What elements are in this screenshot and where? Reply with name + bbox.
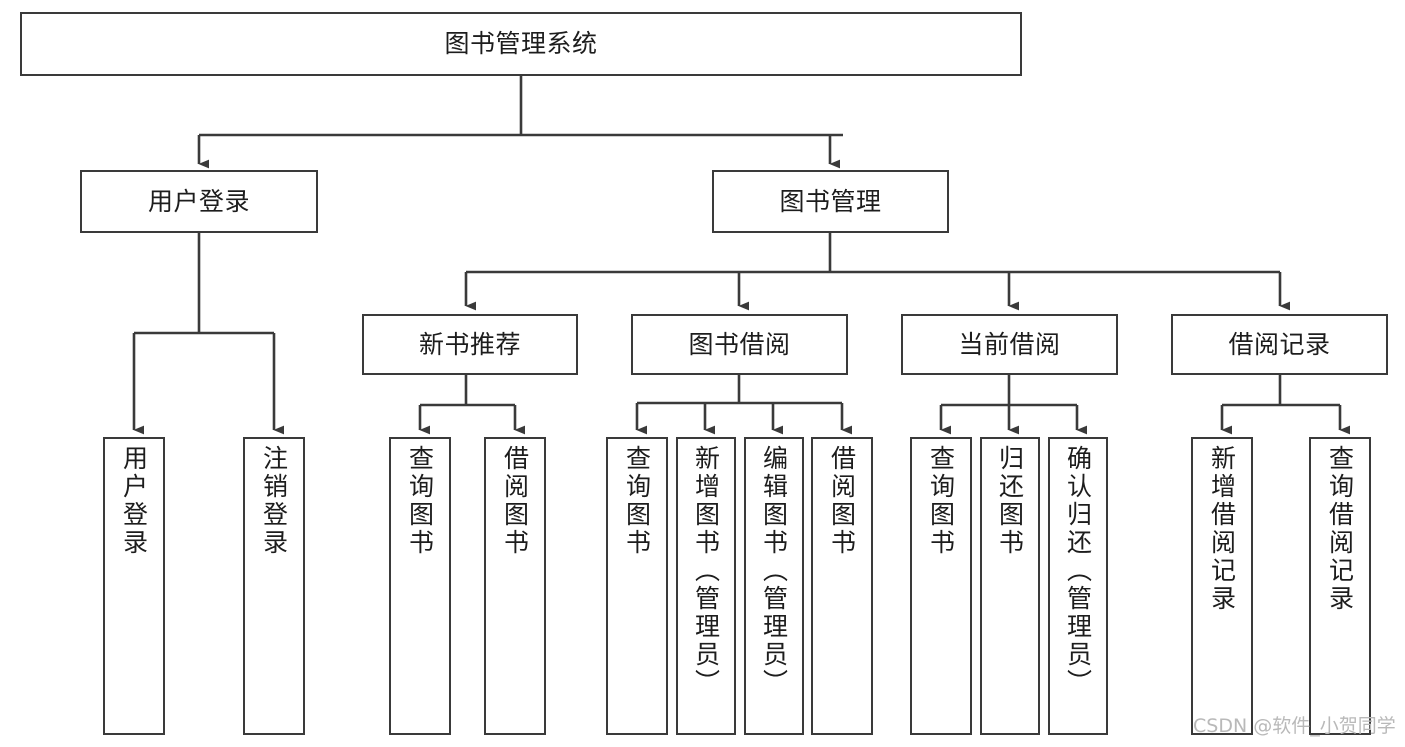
- node-label: 用户登录: [119, 445, 149, 557]
- leaf-record-query-record[interactable]: 查询借阅记录: [1309, 437, 1371, 735]
- leaf-borrow-edit-book-admin[interactable]: 编辑图书（管理员）: [744, 437, 804, 735]
- csdn-watermark: CSDN @软件_小贺同学: [1193, 715, 1396, 737]
- leaf-current-confirm-return-admin[interactable]: 确认归还（管理员）: [1048, 437, 1108, 735]
- node-label: 查询图书: [622, 445, 652, 557]
- node-label: 编辑图书（管理员）: [759, 445, 789, 697]
- node-current-borrow[interactable]: 当前借阅: [901, 314, 1118, 375]
- node-label: 注销登录: [259, 445, 289, 557]
- node-label: 新增借阅记录: [1207, 445, 1237, 613]
- node-label: 查询图书: [405, 445, 435, 557]
- node-label: 查询图书: [926, 445, 956, 557]
- leaf-user-login-signin[interactable]: 用户登录: [103, 437, 165, 735]
- node-label: 归还图书: [995, 445, 1025, 557]
- node-label: 图书管理系统: [444, 29, 598, 59]
- leaf-borrow-add-book-admin[interactable]: 新增图书（管理员）: [676, 437, 736, 735]
- node-label: 新增图书（管理员）: [691, 445, 721, 697]
- node-label: 当前借阅: [958, 329, 1061, 359]
- node-label: 图书借阅: [688, 329, 791, 359]
- node-book-borrow[interactable]: 图书借阅: [631, 314, 848, 375]
- leaf-current-return-book[interactable]: 归还图书: [980, 437, 1040, 735]
- node-user-login[interactable]: 用户登录: [80, 170, 318, 233]
- node-label: 借阅图书: [827, 445, 857, 557]
- leaf-recommend-query-book[interactable]: 查询图书: [389, 437, 451, 735]
- node-label: 查询借阅记录: [1325, 445, 1355, 613]
- leaf-record-add-record[interactable]: 新增借阅记录: [1191, 437, 1253, 735]
- leaf-borrow-query-book[interactable]: 查询图书: [606, 437, 668, 735]
- node-label: 确认归还（管理员）: [1063, 445, 1093, 697]
- node-borrow-record[interactable]: 借阅记录: [1171, 314, 1388, 375]
- node-label: 新书推荐: [418, 329, 521, 359]
- node-label: 图书管理: [779, 186, 882, 216]
- leaf-recommend-borrow-book[interactable]: 借阅图书: [484, 437, 546, 735]
- node-root-system[interactable]: 图书管理系统: [20, 12, 1022, 76]
- node-label: 借阅记录: [1228, 329, 1331, 359]
- leaf-borrow-borrow-book[interactable]: 借阅图书: [811, 437, 873, 735]
- node-new-book-recommend[interactable]: 新书推荐: [362, 314, 578, 375]
- node-book-management[interactable]: 图书管理: [712, 170, 949, 233]
- node-label: 用户登录: [147, 186, 250, 216]
- node-label: 借阅图书: [500, 445, 530, 557]
- leaf-current-query-book[interactable]: 查询图书: [910, 437, 972, 735]
- leaf-user-login-signout[interactable]: 注销登录: [243, 437, 305, 735]
